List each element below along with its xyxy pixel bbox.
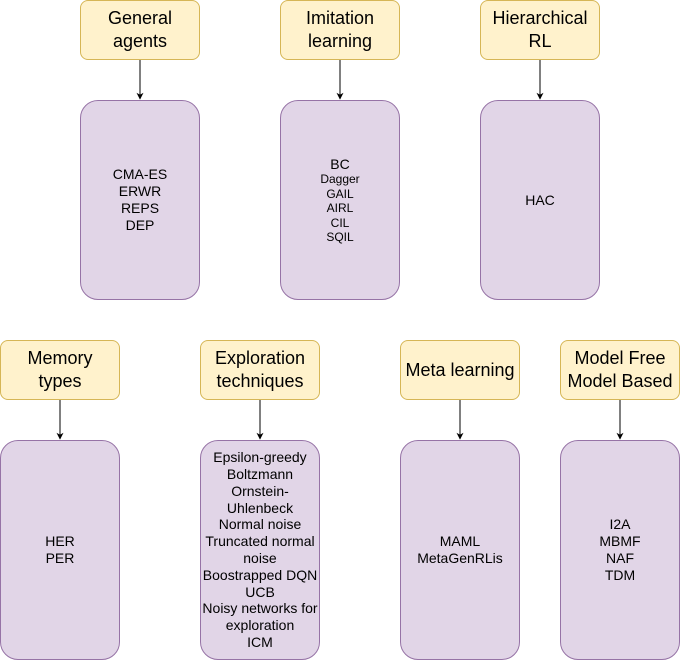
imitation-learning-item: Dagger xyxy=(320,172,360,187)
imitation-learning-item: AIRL xyxy=(326,201,354,216)
exploration-techniques-item: UCB xyxy=(245,583,275,600)
model-free-model-based-header: Model Free Model Based xyxy=(560,340,680,400)
model-free-model-based-item: TDM xyxy=(604,566,636,583)
memory-types-item: HER xyxy=(45,533,75,550)
meta-learning-item: MetaGenRLis xyxy=(417,550,503,566)
model-free-model-based-item: I2A xyxy=(609,516,631,533)
hierarchical-rl-header: Hierarchical RL xyxy=(480,0,600,60)
general-agents-item: CMA-ES xyxy=(112,166,168,183)
meta-learning-item: MAML xyxy=(439,533,481,550)
general-agents-item: ERWR xyxy=(118,183,162,200)
exploration-techniques-item: Normal noise xyxy=(218,516,302,533)
memory-types-item: PER xyxy=(45,550,75,566)
exploration-techniques-item: Boltzmann xyxy=(226,466,294,483)
exploration-techniques-item: Boostrapped DQN xyxy=(202,566,318,583)
hierarchical-rl-box: HAC xyxy=(480,100,600,300)
exploration-techniques-item: Noisy networks for exploration xyxy=(202,600,318,634)
general-agents-item: DEP xyxy=(125,216,155,233)
exploration-techniques-item: Ornstein- Uhlenbeck xyxy=(226,482,294,516)
memory-types-header: Memory types xyxy=(0,340,120,400)
imitation-learning-item: SQIL xyxy=(326,230,354,244)
general-agents-header: General agents xyxy=(80,0,200,60)
imitation-learning-item: BC xyxy=(330,155,350,172)
hierarchical-rl-item: HAC xyxy=(525,191,555,208)
meta-learning-header: Meta learning xyxy=(400,340,520,400)
imitation-learning-item: CIL xyxy=(330,215,350,230)
general-agents-item: REPS xyxy=(120,200,160,216)
imitation-learning-item: GAIL xyxy=(326,186,354,201)
imitation-learning-header: Imitation learning xyxy=(280,0,400,60)
exploration-techniques-item: Truncated normal noise xyxy=(205,533,315,566)
model-free-model-based-item: NAF xyxy=(606,550,634,566)
exploration-techniques-item: ICM xyxy=(247,633,273,650)
exploration-techniques-item: Epsilon-greedy xyxy=(213,449,307,466)
exploration-techniques-header: Exploration techniques xyxy=(200,340,320,400)
model-free-model-based-item: MBMF xyxy=(599,533,641,550)
